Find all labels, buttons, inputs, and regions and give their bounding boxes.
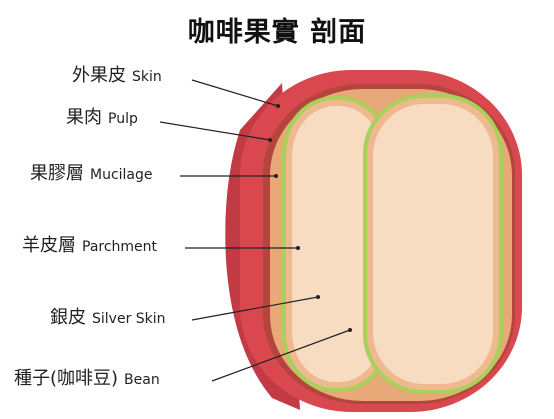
label-parchment-zh: 羊皮層 <box>22 235 76 256</box>
label-silver-skin-en: Silver Skin <box>92 311 166 327</box>
label-silver-skin-zh: 銀皮 <box>50 307 86 328</box>
leader-dot-bean <box>348 328 352 332</box>
label-bean-zh: 種子(咖啡豆) <box>14 368 119 389</box>
leader-dot-skin <box>276 104 280 108</box>
label-skin: 外果皮 Skin <box>72 66 162 87</box>
leader-line-pulp <box>159 121 271 141</box>
leader-dot-pulp <box>268 138 272 142</box>
label-skin-zh: 外果皮 <box>72 65 126 86</box>
bean-right <box>373 104 493 384</box>
label-bean-en: Bean <box>124 372 160 388</box>
label-skin-en: Skin <box>132 69 162 85</box>
label-pulp-zh: 果肉 <box>66 107 102 128</box>
label-mucilage-zh: 果膠層 <box>30 163 84 184</box>
leader-line-skin <box>191 79 279 107</box>
label-mucilage-en: Mucilage <box>90 167 153 183</box>
label-parchment-en: Parchment <box>82 239 158 255</box>
label-mucilage: 果膠層 Mucilage <box>30 164 153 185</box>
label-pulp: 果肉 Pulp <box>66 108 138 129</box>
leader-dot-silver-skin <box>316 295 320 299</box>
label-silver-skin: 銀皮 Silver Skin <box>50 308 166 329</box>
bean-left <box>292 106 382 382</box>
label-parchment: 羊皮層 Parchment <box>22 236 157 257</box>
label-bean: 種子(咖啡豆) Bean <box>14 369 160 390</box>
leader-dot-parchment <box>296 246 300 250</box>
diagram-title: 咖啡果實 剖面 <box>187 17 367 48</box>
leader-dot-mucilage <box>274 174 278 178</box>
label-pulp-en: Pulp <box>108 111 138 127</box>
leader-line-silver-skin <box>191 296 319 321</box>
leader-line-bean <box>211 329 351 382</box>
